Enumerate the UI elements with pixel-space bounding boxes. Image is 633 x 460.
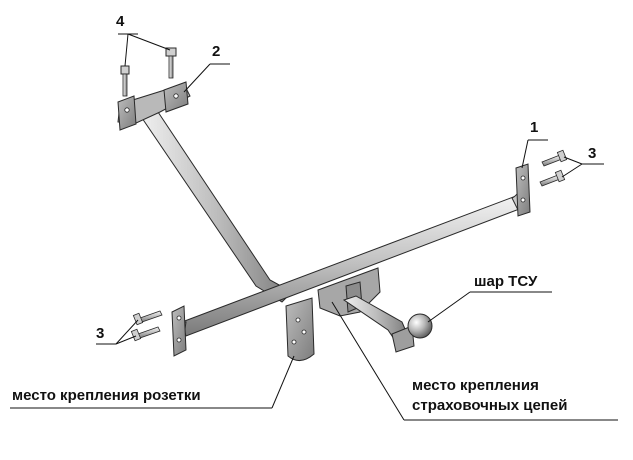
leader-lines [10, 33, 618, 421]
tow-ball-neck [342, 295, 415, 353]
leader-socket-to-plate [271, 355, 295, 409]
leader-3-left-to-lower-bolt [115, 335, 137, 345]
leader-3-left-to-upper-bolt [115, 319, 139, 345]
right-mounting-bracket [511, 163, 531, 217]
bolt-4-right [165, 47, 177, 79]
leader-chain-to-plate [331, 301, 405, 421]
leader-3-right-to-upper-bolt [563, 156, 583, 165]
bolt-3-right-lower [539, 169, 566, 187]
main-crossbar [181, 195, 523, 337]
leader-4-to-left-bolt [124, 33, 129, 67]
label-part-3-right: 3 [588, 145, 597, 162]
label-part-1: 1 [530, 119, 539, 136]
leader-tow-ball-to-ball [427, 291, 471, 323]
label-safety-chain-mount: место крепления страховочных цепей [412, 376, 567, 416]
label-socket-mount: место крепления розетки [12, 387, 201, 404]
left-mounting-bracket [171, 305, 187, 357]
label-tow-ball: шар ТСУ [474, 273, 538, 290]
leader-2-to-bracket [183, 63, 211, 93]
bolt-3-left-lower [130, 326, 161, 342]
bolt-4-left [120, 65, 130, 97]
label-part-2: 2 [212, 43, 221, 60]
tow-ball [407, 313, 433, 339]
label-safety-chain-mount-line2: страховочных цепей [412, 397, 568, 414]
diagonal-arm [141, 111, 293, 303]
leader-4-to-right-bolt [127, 33, 171, 51]
bolt-3-right-upper [541, 149, 568, 167]
label-part-4: 4 [116, 13, 125, 30]
top-mounting-bracket [117, 81, 191, 131]
label-part-3-left: 3 [96, 325, 105, 342]
bolt-3-left-upper [132, 310, 163, 326]
leader-1-to-bracket [521, 139, 529, 169]
socket-mount-plate [285, 297, 315, 361]
leader-3-right-to-lower-bolt [561, 163, 583, 178]
label-safety-chain-mount-line1: место крепления [412, 377, 539, 394]
